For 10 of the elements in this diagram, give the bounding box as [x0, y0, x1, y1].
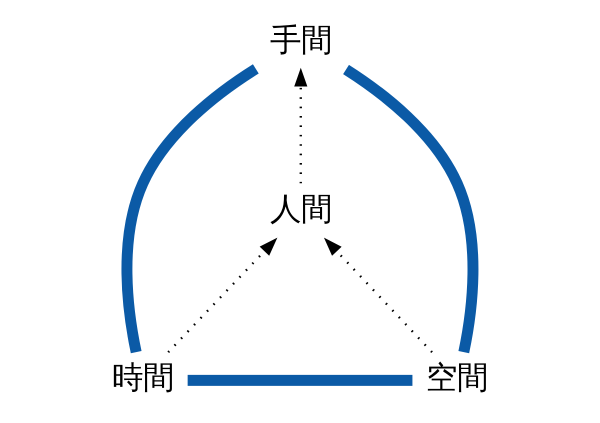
- arrow: [324, 238, 433, 354]
- arrow: [167, 238, 278, 354]
- node-text: 時間: [112, 360, 174, 396]
- node-text: 手間: [270, 22, 332, 58]
- connector: [122, 64, 259, 354]
- node-text: 空間: [426, 360, 488, 396]
- connector: [343, 64, 478, 354]
- node-text: 人間: [270, 191, 332, 228]
- arrow: [294, 68, 308, 184]
- connector: [188, 374, 412, 386]
